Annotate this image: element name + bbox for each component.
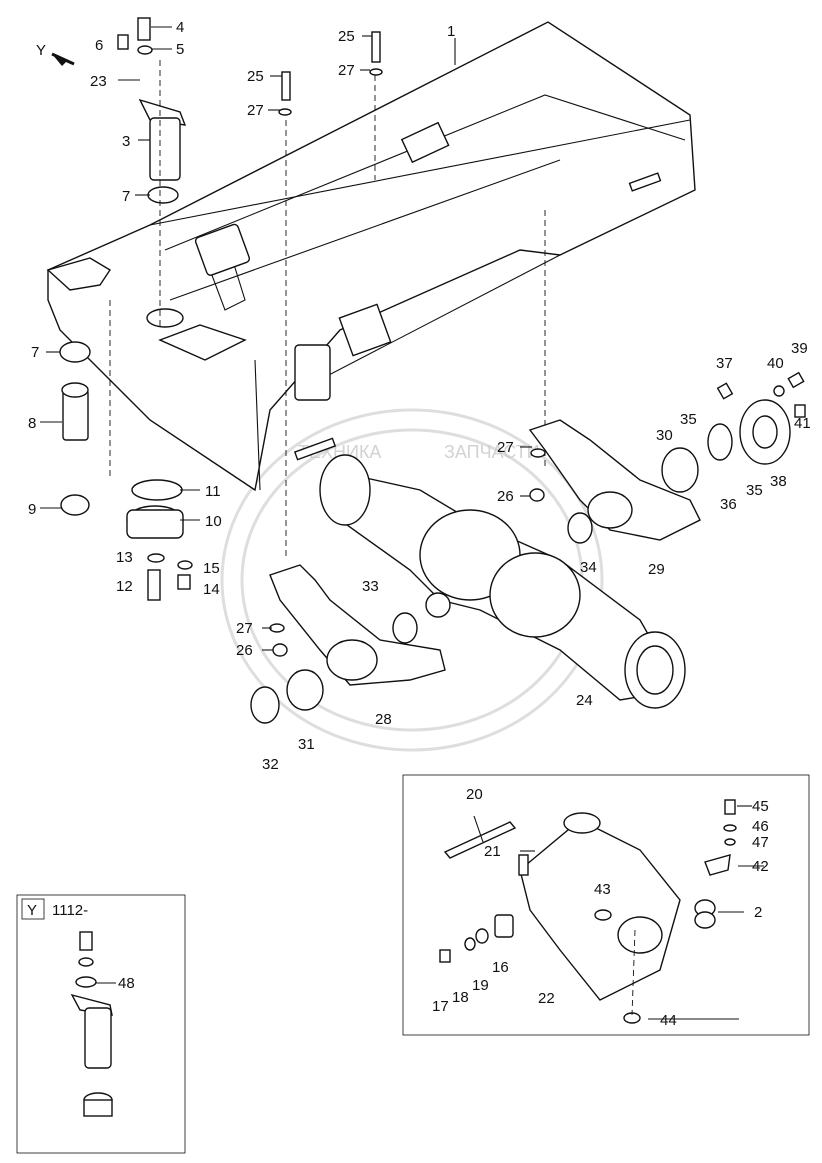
callout-30: 30: [656, 427, 673, 444]
callout-27c: 27: [497, 439, 514, 456]
callout-29: 29: [648, 561, 665, 578]
callout-7a: 7: [122, 188, 130, 205]
axle-assembly: [319, 454, 686, 709]
callout-18: 18: [452, 989, 469, 1006]
callout-20: 20: [466, 786, 483, 803]
main-frame: [46, 21, 696, 492]
callout-15: 15: [203, 560, 220, 577]
callout-2: 2: [754, 904, 762, 921]
callout-38: 38: [770, 473, 787, 490]
callout-43: 43: [594, 881, 611, 898]
callout-33: 33: [362, 578, 379, 595]
callout-25a: 25: [338, 28, 355, 45]
callout-27a: 27: [338, 62, 355, 79]
center-lines: [109, 60, 546, 560]
detail-box: [402, 774, 810, 1036]
callout-42: 42: [752, 858, 769, 875]
callout-36: 36: [720, 496, 737, 513]
inset-marker: Y: [27, 902, 37, 919]
callout-22: 22: [538, 990, 555, 1007]
right-bushings: [250, 31, 806, 724]
trunnion-supports: [269, 419, 701, 686]
callout-35b: 35: [746, 482, 763, 499]
inset-label-48: 48: [118, 975, 135, 992]
callout-39: 39: [791, 340, 808, 357]
callout-32: 32: [262, 756, 279, 773]
callout-44: 44: [660, 1012, 677, 1029]
callout-10: 10: [205, 513, 222, 530]
callout-5: 5: [176, 41, 184, 58]
callout-46: 46: [752, 818, 769, 835]
callout-25b: 25: [247, 68, 264, 85]
callout-23: 23: [90, 73, 107, 90]
callout-24: 24: [576, 692, 593, 709]
callout-26b: 26: [236, 642, 253, 659]
callout-4: 4: [176, 19, 184, 36]
callout-45: 45: [752, 798, 769, 815]
callout-9: 9: [28, 501, 36, 518]
leader-lines: [40, 26, 764, 1020]
callout-47: 47: [752, 834, 769, 851]
inset-serial: 1112-: [52, 902, 88, 919]
callout-26a: 26: [497, 488, 514, 505]
callout-40: 40: [767, 355, 784, 372]
callout-27d: 27: [236, 620, 253, 637]
callout-13: 13: [116, 549, 133, 566]
inset-box: Y 1112- 48: [16, 894, 186, 1154]
watermark-text-right: ЗАПЧАСТИ: [444, 442, 540, 462]
callout-35a: 35: [680, 411, 697, 428]
callout-8: 8: [28, 415, 36, 432]
callout-1: 1: [447, 23, 455, 40]
callout-numbers: 4 6 5 23 3 7 7 8 9 11 10 13 15 12 14 1 2…: [28, 19, 811, 1029]
callout-28: 28: [375, 711, 392, 728]
callout-12: 12: [116, 578, 133, 595]
callout-31: 31: [298, 736, 315, 753]
callout-6: 6: [95, 37, 103, 54]
callout-27b: 27: [247, 102, 264, 119]
callout-37: 37: [716, 355, 733, 372]
view-marker: Y: [36, 42, 75, 66]
callout-14: 14: [203, 581, 220, 598]
callout-7b: 7: [31, 344, 39, 361]
callout-19: 19: [472, 977, 489, 994]
callout-41: 41: [794, 415, 811, 432]
callout-16: 16: [492, 959, 509, 976]
callout-21: 21: [484, 843, 501, 860]
callout-34: 34: [580, 559, 597, 576]
callout-3: 3: [122, 133, 130, 150]
callout-11: 11: [205, 483, 221, 500]
callout-17: 17: [432, 998, 449, 1015]
view-marker-label: Y: [36, 42, 46, 59]
pivot-parts-left: [59, 17, 193, 601]
